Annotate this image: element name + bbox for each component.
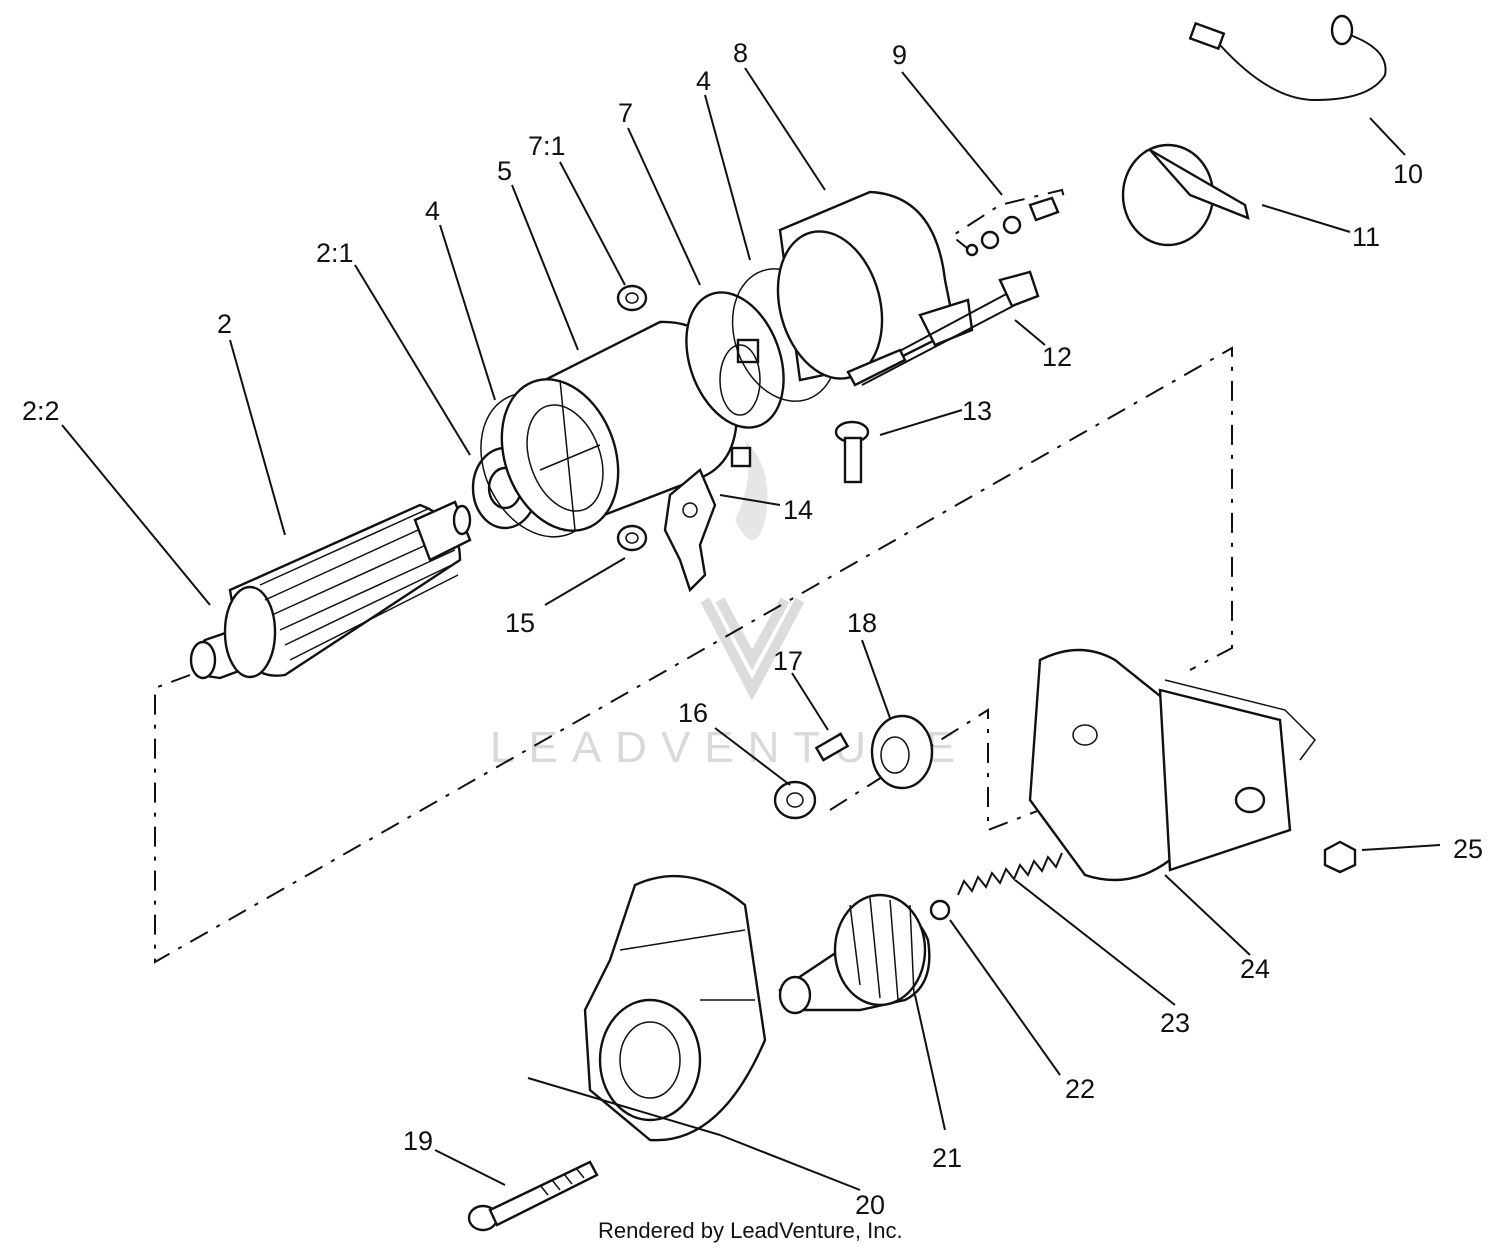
mounting-bolt xyxy=(467,1160,599,1232)
small-nut xyxy=(616,284,648,312)
cable-tie-band xyxy=(1121,143,1250,247)
callout-7-1: 7:1 xyxy=(528,131,566,161)
callout-20: 20 xyxy=(855,1190,885,1220)
screw xyxy=(834,420,870,484)
callout-23: 23 xyxy=(1160,1008,1190,1038)
callout-25: 25 xyxy=(1453,834,1483,864)
terminal-nut xyxy=(1323,840,1357,874)
brush-holder xyxy=(685,291,785,468)
callout-18: 18 xyxy=(847,608,877,638)
lever-nut xyxy=(616,524,648,552)
internal-gear xyxy=(870,714,934,790)
terminal-screw-kit xyxy=(965,196,1060,257)
spring xyxy=(957,852,1063,896)
leader-lines xyxy=(61,67,1441,1191)
callout-13: 13 xyxy=(962,396,992,426)
callout-7: 7 xyxy=(618,98,633,128)
callout-17: 17 xyxy=(773,646,803,676)
callout-11: 11 xyxy=(1352,222,1380,252)
lead-wire xyxy=(1188,14,1387,102)
callout-12: 12 xyxy=(1042,342,1072,372)
through-bolt xyxy=(846,270,1040,387)
callout-19: 19 xyxy=(403,1126,433,1156)
callout-2: 2 xyxy=(217,309,232,339)
callout-10: 10 xyxy=(1393,159,1423,189)
pinion-gear xyxy=(778,893,931,1015)
callout-8: 8 xyxy=(733,38,748,68)
callout-4-left: 4 xyxy=(425,196,440,226)
callout-16: 16 xyxy=(678,698,708,728)
callout-2-2: 2:2 xyxy=(22,396,60,426)
callouts: 2:2 2 2:1 4 5 7:1 7 4 8 9 10 11 12 13 14… xyxy=(22,38,1483,1220)
magnetic-switch-housing xyxy=(1028,648,1316,882)
callout-14: 14 xyxy=(783,495,813,525)
callout-5: 5 xyxy=(497,156,512,186)
steel-ball xyxy=(929,899,951,921)
callout-4-right: 4 xyxy=(696,66,711,96)
rear-end-frame xyxy=(776,190,974,382)
gear-retainer xyxy=(773,780,817,820)
armature xyxy=(189,500,472,680)
callout-2-1: 2:1 xyxy=(316,238,354,268)
callout-24: 24 xyxy=(1240,954,1270,984)
drive-end-housing xyxy=(583,874,767,1142)
callout-21: 21 xyxy=(932,1143,962,1173)
callout-9: 9 xyxy=(892,40,907,70)
shift-lever xyxy=(663,468,717,593)
pin xyxy=(814,732,850,762)
render-credit: Rendered by LeadVenture, Inc. xyxy=(598,1218,903,1243)
callout-15: 15 xyxy=(505,608,535,638)
callout-22: 22 xyxy=(1065,1074,1095,1104)
